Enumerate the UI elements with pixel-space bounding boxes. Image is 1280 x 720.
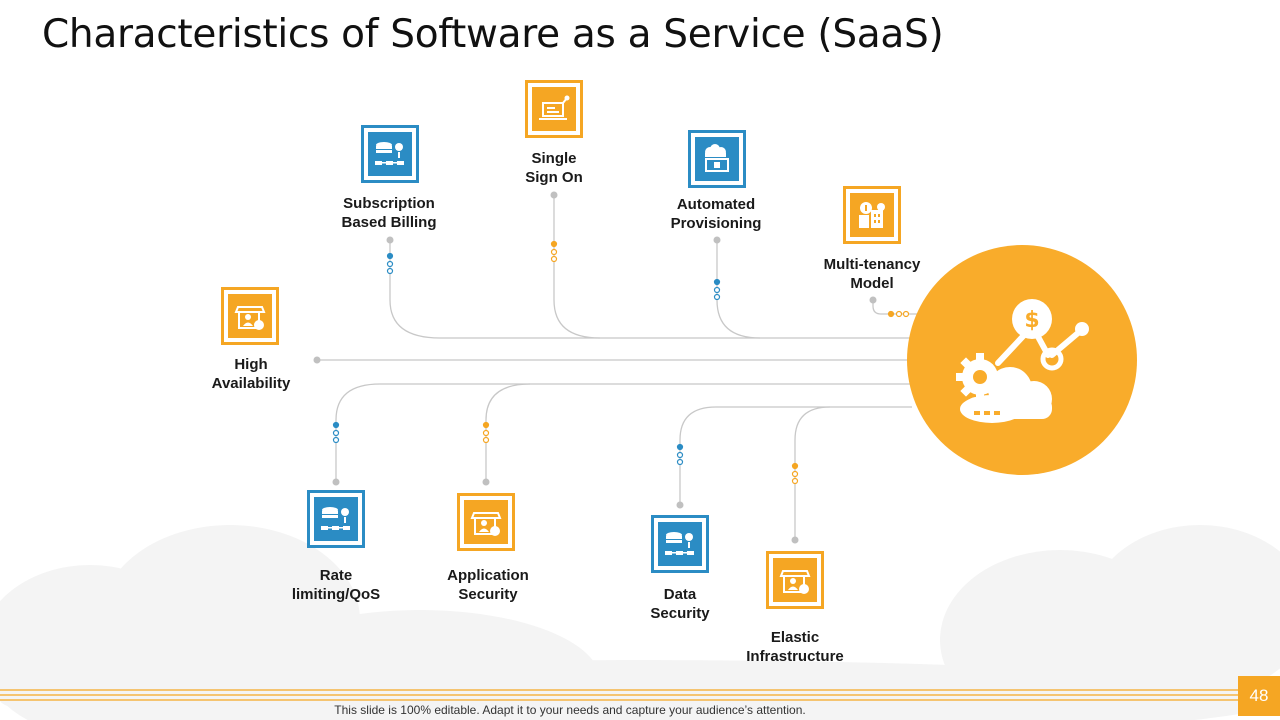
- node-icon-multi-tenancy: [843, 186, 901, 244]
- label-line: Security: [458, 586, 518, 603]
- saas-hub-circle: $: [907, 245, 1137, 475]
- label-line: Security: [650, 605, 710, 622]
- label-single-sign-on: Single Sign On: [474, 149, 634, 187]
- label-automated-provisioning: Automated Provisioning: [636, 195, 796, 233]
- storefront-user-icon: [779, 570, 811, 594]
- node-icon-rate-limiting: [307, 490, 365, 548]
- label-rate-limiting: Rate limiting/QoS: [256, 566, 416, 604]
- label-line: Sign On: [525, 169, 583, 186]
- money-building-icon: [859, 202, 885, 228]
- server-settings-icon: [321, 507, 350, 530]
- label-multi-tenancy: Multi-tenancy Model: [792, 255, 952, 293]
- slide-title: Characteristics of Software as a Service…: [42, 12, 944, 57]
- server-settings-icon: [665, 532, 694, 555]
- node-icon-high-availability: [221, 287, 279, 345]
- cloud-lock-icon: [705, 144, 729, 172]
- page-number: 48: [1238, 676, 1280, 716]
- cloud-gear-dollar-network-icon: $: [956, 299, 1089, 423]
- label-data-security: Data Security: [600, 585, 760, 623]
- footer-note: This slide is 100% editable. Adapt it to…: [334, 703, 806, 717]
- label-line: Data: [663, 586, 697, 603]
- node-icon-application-security: [457, 493, 515, 551]
- label-line: Subscription: [343, 195, 435, 212]
- node-icon-elastic-infrastructure: [766, 551, 824, 609]
- label-line: Elastic: [770, 629, 820, 646]
- laptop-network-icon: [539, 95, 570, 120]
- label-line: Single: [531, 150, 577, 167]
- node-icon-automated-provisioning: [688, 130, 746, 188]
- node-icon-single-sign-on: [525, 80, 583, 138]
- label-line: Provisioning: [670, 215, 762, 232]
- label-line: Multi-tenancy: [823, 256, 921, 273]
- label-line: Availability: [211, 375, 291, 392]
- label-elastic-infrastructure: Elastic Infrastructure: [715, 628, 875, 666]
- label-line: Model: [850, 275, 894, 292]
- label-application-security: Application Security: [408, 566, 568, 604]
- label-high-availability: High Availability: [171, 355, 331, 393]
- server-settings-icon: [375, 142, 404, 165]
- label-line: Based Billing: [341, 214, 437, 231]
- label-subscription-billing: Subscription Based Billing: [309, 194, 469, 232]
- svg-text:$: $: [1024, 308, 1039, 333]
- label-line: High: [234, 356, 268, 373]
- label-line: Rate: [319, 567, 353, 584]
- storefront-user-icon: [470, 512, 502, 536]
- node-icon-data-security: [651, 515, 709, 573]
- storefront-user-icon: [234, 306, 266, 330]
- label-line: Automated: [676, 196, 756, 213]
- label-line: Application: [447, 567, 529, 584]
- label-line: Infrastructure: [746, 648, 844, 665]
- label-line: limiting/QoS: [291, 586, 381, 603]
- node-icon-subscription-billing: [361, 125, 419, 183]
